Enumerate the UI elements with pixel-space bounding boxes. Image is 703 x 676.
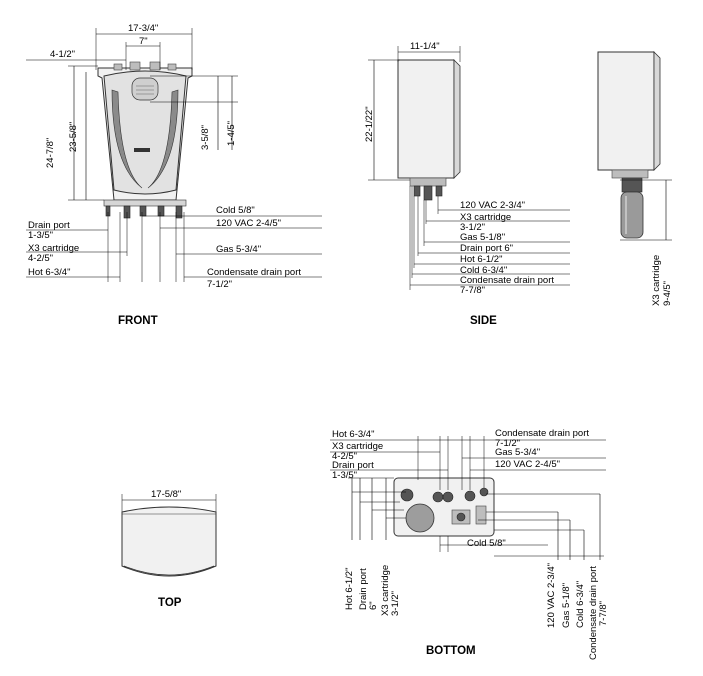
front-gas-label: Gas 5-3/4" <box>216 244 261 255</box>
front-condensate-value: 7-1/2" <box>207 279 232 290</box>
bottom-v-vac-label: 120 VAC 2-3/4" <box>546 563 557 628</box>
front-view: 17-3/4" 7" 4-1/2" 24-7/8" 23-5/8" 3-5/8"… <box>26 23 322 327</box>
bottom-heater-body <box>393 477 495 537</box>
bottom-v-drain-value: 6" <box>368 601 379 610</box>
front-heater-body <box>97 61 193 219</box>
front-height-body-label: 23-5/8" <box>68 122 79 152</box>
side-drain-label: Drain port 6" <box>460 243 513 254</box>
bottom-gas-label: Gas 5-3/4" <box>495 447 540 458</box>
bottom-v-hot-label: Hot 6-1/2" <box>344 568 355 610</box>
side-heater-body <box>397 59 461 201</box>
top-heater-outline <box>121 506 217 577</box>
bottom-condensate-label: Condensate drain port <box>495 428 589 439</box>
front-condensate-label: Condensate drain port <box>207 267 301 278</box>
bottom-condensate-value: 7-1/2" <box>495 438 520 449</box>
top-view: 17-5/8" TOP <box>121 489 217 609</box>
bottom-v-condensate-value: 7-7/8" <box>598 601 609 626</box>
side-depth-label: 11-1/4" <box>410 41 440 52</box>
bottom-cold-label: Cold 5/8" <box>467 538 506 549</box>
bottom-v-drain-label: Drain port <box>358 568 369 610</box>
top-caption: TOP <box>158 597 182 609</box>
bottom-v-condensate-label: Condensate drain port <box>588 566 599 660</box>
side-cartridge-view: X3 cartridge 9-4/5" <box>597 51 673 306</box>
side-gas-label: Gas 5-1/8" <box>460 232 505 243</box>
front-x3-value: 4-2/5" <box>28 253 53 264</box>
front-width-label: 17-3/4" <box>128 23 158 34</box>
front-height-total-label: 24-7/8" <box>45 138 56 168</box>
front-vac-label: 120 VAC 2-4/5" <box>216 218 281 229</box>
bottom-v-cold-label: Cold 6-3/4" <box>575 581 586 628</box>
bottom-drain-value: 1-3/5" <box>332 470 357 481</box>
side-caption: SIDE <box>470 315 497 327</box>
side-height-label: 22-1/22" <box>364 106 375 142</box>
side-condensate-label: Condensate drain port <box>460 275 554 286</box>
front-vent-3-label: 3-5/8" <box>200 125 211 150</box>
side-cold-label: Cold 6-3/4" <box>460 265 507 276</box>
top-width-label: 17-5/8" <box>151 489 181 500</box>
bottom-drain-label: Drain port <box>332 460 374 471</box>
front-drain-port-value: 1-3/5" <box>28 230 53 241</box>
side-hot-label: Hot 6-1/2" <box>460 254 502 265</box>
bottom-caption: BOTTOM <box>426 645 476 657</box>
bottom-vac-label: 120 VAC 2-4/5" <box>495 459 560 470</box>
side-view: 11-1/4" 22-1/22" 120 VAC 2-3/4" X3 cartr… <box>364 41 570 327</box>
front-x3-label: X3 cartridge <box>28 243 79 254</box>
bottom-v-x3-value: 3-1/2" <box>390 591 401 616</box>
front-drain-port-label: Drain port <box>28 220 70 231</box>
bottom-x3-label: X3 cartridge <box>332 441 383 452</box>
bottom-v-x3-label: X3 cartridge <box>380 565 391 616</box>
bottom-hot-label: Hot 6-3/4" <box>332 429 374 440</box>
side-condensate-value: 7-7/8" <box>460 285 485 296</box>
bottom-x3-value: 4-2/5" <box>332 451 357 462</box>
side-x3-label: X3 cartridge <box>460 212 511 223</box>
side-x3-value: 3-1/2" <box>460 222 485 233</box>
front-cold-label: Cold 5/8" <box>216 205 255 216</box>
side-vac-label: 120 VAC 2-3/4" <box>460 200 525 211</box>
bottom-v-gas-label: Gas 5-1/8" <box>561 583 572 628</box>
front-vent-1-label: 1-4/5" <box>226 121 237 146</box>
side-x3-cartridge-value: 9-4/5" <box>662 281 673 306</box>
side-x3-cartridge-label: X3 cartridge <box>651 255 662 306</box>
bottom-view: Hot 6-3/4" X3 cartridge 4-2/5" Drain por… <box>330 428 609 660</box>
front-inner-width-label: 7" <box>139 36 148 47</box>
front-caption: FRONT <box>118 315 158 327</box>
front-left-offset-label: 4-1/2" <box>50 49 75 60</box>
front-hot-label: Hot 6-3/4" <box>28 267 70 278</box>
